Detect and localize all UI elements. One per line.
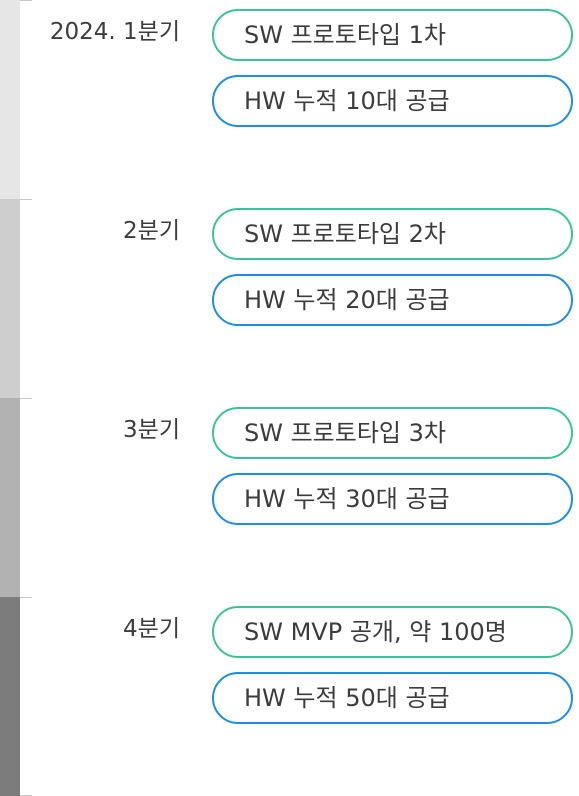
hw-milestone-pill: HW 누적 50대 공급 (212, 672, 573, 724)
timeline-bar-segment-q3 (0, 398, 20, 597)
hw-milestone-pill: HW 누적 30대 공급 (212, 473, 573, 525)
timeline-tick (20, 398, 32, 399)
hw-milestone-pill: HW 누적 10대 공급 (212, 75, 573, 127)
timeline-bar-segment-q2 (0, 199, 20, 398)
sw-milestone-pill: SW 프로토타입 1차 (212, 9, 573, 61)
quarter-label: 3분기 (123, 417, 180, 443)
sw-milestone-pill: SW 프로토타입 3차 (212, 407, 573, 459)
timeline-tick (20, 597, 32, 598)
quarter-1: 2024. 1분기 SW 프로토타입 1차 HW 누적 10대 공급 (0, 0, 579, 199)
timeline-tick (20, 199, 32, 200)
quarter-2: 2분기 SW 프로토타입 2차 HW 누적 20대 공급 (0, 199, 579, 398)
sw-milestone-pill: SW MVP 공개, 약 100명 (212, 606, 573, 658)
timeline-tick (20, 0, 32, 1)
quarter-4: 4분기 SW MVP 공개, 약 100명 HW 누적 50대 공급 (0, 597, 579, 796)
timeline-bar-segment-q4 (0, 597, 20, 796)
quarter-3: 3분기 SW 프로토타입 3차 HW 누적 30대 공급 (0, 398, 579, 597)
hw-milestone-pill: HW 누적 20대 공급 (212, 274, 573, 326)
quarter-label: 2024. 1분기 (49, 19, 180, 45)
sw-milestone-pill: SW 프로토타입 2차 (212, 208, 573, 260)
timeline-bar-segment-q1 (0, 0, 20, 199)
quarter-label: 2분기 (123, 218, 180, 244)
quarter-label: 4분기 (123, 616, 180, 642)
